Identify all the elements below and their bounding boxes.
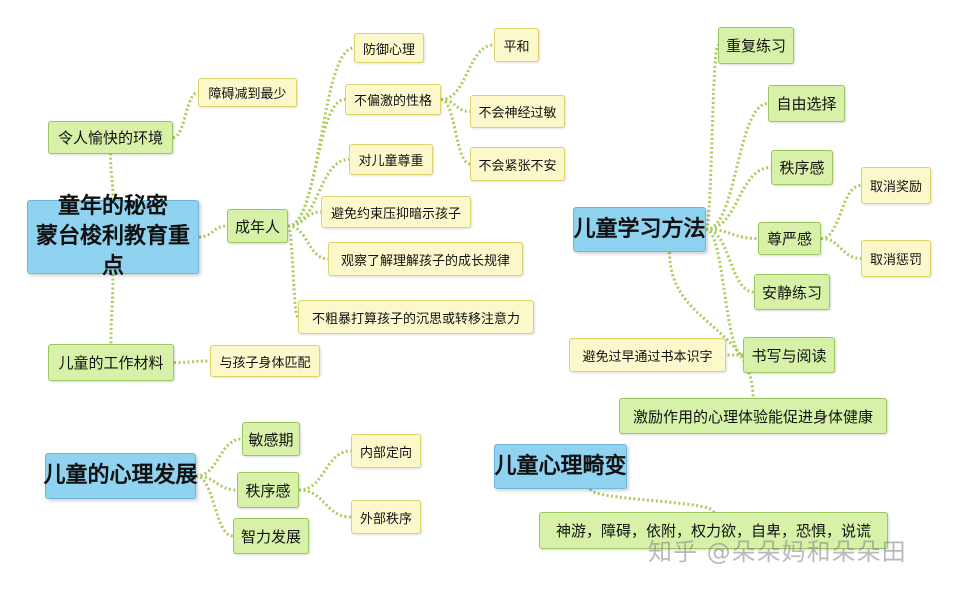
connector-root_secret-pleasant_env (109, 153, 115, 201)
node-match-body[interactable]: 与孩子身体匹配 (210, 345, 320, 377)
connector-temperament-not_anxious (440, 98, 471, 166)
node-avoid-early-literacy[interactable]: 避免过早通过书本识字 (569, 338, 726, 372)
connector-adult-observe (287, 224, 329, 261)
connector-root_abnormal-abnormal_list (589, 487, 715, 514)
node-minimize-obstacles[interactable]: 障碍减到最少 (198, 78, 297, 107)
node-cancel-punishment[interactable]: 取消惩罚 (861, 240, 931, 277)
node-sense-of-order-learning[interactable]: 秩序感 (771, 150, 833, 185)
connector-root_psych-sensitive (195, 437, 243, 478)
connector-root_learning-repeat (704, 44, 720, 231)
node-internal-orientation[interactable]: 内部定向 (351, 434, 421, 468)
node-cancel-rewards[interactable]: 取消奖励 (861, 167, 931, 204)
connector-dignity-no_reward (820, 184, 862, 240)
connector-root_learning-motivation (668, 251, 755, 399)
node-balanced-temperament[interactable]: 不偏激的性格 (345, 84, 441, 115)
connector-temperament-calm (440, 43, 495, 101)
node-adults[interactable]: 成年人 (227, 209, 288, 243)
node-motivating-experience[interactable]: 激励作用的心理体验能促进身体健康 (619, 398, 887, 434)
node-not-nervous[interactable]: 不会神经过敏 (470, 95, 565, 128)
connector-adult-no_distract (286, 224, 300, 319)
central-topic-secret-of-childhood[interactable]: 童年的秘密 蒙台梭利教育重点 (27, 194, 199, 279)
connector-root_learning-free_choice (705, 102, 769, 231)
node-observe-growth[interactable]: 观察了解理解孩子的成长规律 (328, 242, 523, 276)
connector-root_learning-dignity (705, 228, 759, 240)
node-defensive-psychology[interactable]: 防御心理 (354, 33, 424, 63)
node-free-choice[interactable]: 自由选择 (768, 85, 845, 122)
connector-adult-temperament (287, 98, 346, 228)
connector-root_secret-work_material (109, 273, 115, 345)
node-avoid-constraint[interactable]: 避免约束压抑暗示孩子 (321, 196, 471, 228)
node-intellectual-development[interactable]: 智力发展 (233, 518, 309, 554)
node-not-anxious[interactable]: 不会紧张不安 (470, 147, 565, 181)
central-topic-psychological-deviation[interactable]: 儿童心理畸变 (494, 444, 627, 489)
central-topic-psychological-development[interactable]: 儿童的心理发展 (44, 453, 198, 499)
watermark-text: 知乎 @朵朵妈和朵朵田 (648, 538, 907, 566)
node-deviation-list[interactable]: 神游，障碍，依附，权力欲，自卑，恐惧，说谎 (539, 512, 888, 549)
connector-order_p-internal (298, 449, 352, 492)
node-repeated-practice[interactable]: 重复练习 (718, 27, 794, 64)
connector-adult-avoid_constraint (287, 210, 322, 228)
node-sense-of-dignity[interactable]: 尊严感 (758, 222, 821, 255)
node-calm[interactable]: 平和 (494, 28, 539, 62)
node-sensitive-period[interactable]: 敏感期 (242, 422, 300, 456)
node-pleasant-environment[interactable]: 令人愉快的环境 (48, 121, 173, 154)
connector-root_psych-intellect (195, 474, 234, 538)
node-external-order[interactable]: 外部秩序 (351, 500, 421, 534)
node-work-materials[interactable]: 儿童的工作材料 (48, 344, 174, 381)
connector-root_learning-order_l (705, 166, 772, 231)
node-sense-of-order-psych[interactable]: 秩序感 (237, 472, 299, 508)
connector-order_p-external (298, 488, 352, 519)
connector-work_material-match_body (173, 359, 211, 364)
node-respect-children[interactable]: 对儿童尊重 (349, 144, 433, 175)
node-no-distraction[interactable]: 不粗暴打算孩子的沉思或转移注意力 (298, 300, 534, 334)
connector-pleasant_env-min_obstacles (172, 91, 199, 139)
node-quiet-practice[interactable]: 安静练习 (754, 274, 830, 310)
node-writing-and-reading[interactable]: 书写与阅读 (743, 337, 835, 373)
connector-root_secret-adult (198, 224, 228, 239)
connector-dignity-no_punish (820, 237, 862, 260)
connector-root_learning-quiet (705, 228, 755, 294)
central-topic-learning-methods[interactable]: 儿童学习方法 (573, 207, 706, 252)
